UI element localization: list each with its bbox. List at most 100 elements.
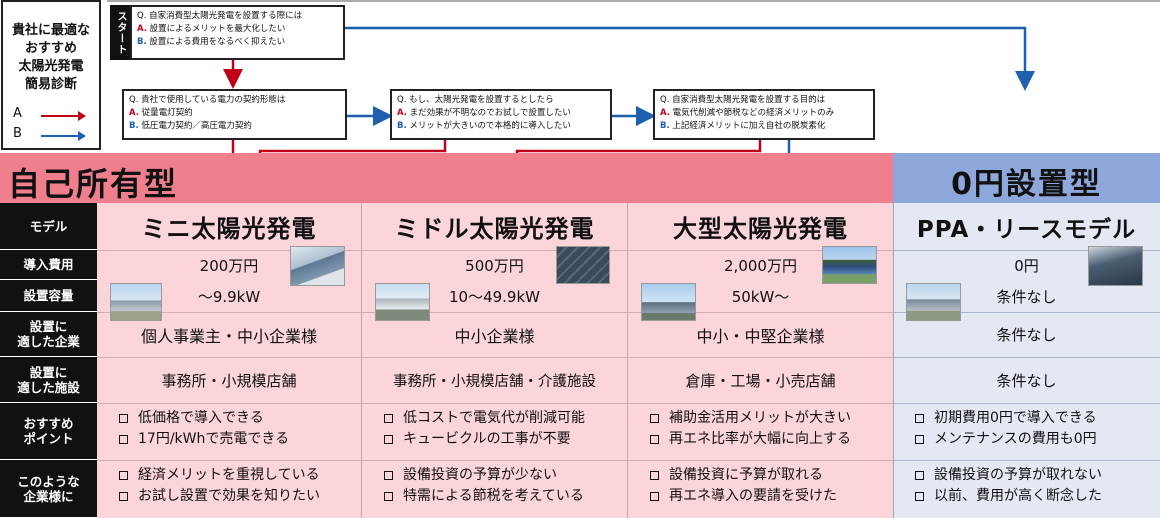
row-divider: [97, 460, 893, 461]
checkbox-square-icon: [915, 492, 924, 501]
company-large: 中小・中堅企業様: [696, 326, 825, 346]
row-divider: [893, 403, 1160, 404]
col-divider: [361, 203, 362, 518]
model-ppa: PPA・リースモデル: [916, 216, 1137, 243]
checkbox-square-icon: [384, 471, 393, 480]
checkbox-square-icon: [915, 471, 924, 480]
start-question: Q. 自家消費型太陽光発電を設置する際には: [137, 11, 303, 21]
targets-middle: 設備投資の予算が少ない 特需による節税を考えている: [372, 465, 624, 507]
model-middle: ミドル太陽光発電: [394, 215, 595, 243]
list-item: 補助金活用メリットが大きい: [650, 408, 890, 429]
legend-b-label: B: [13, 126, 22, 141]
q4-box: Q. 自家消費型太陽光発電を設置する目的は A. 電気代削減や節税などの経済メリ…: [653, 89, 875, 140]
section-zero-yen: 0円設置型: [893, 153, 1160, 203]
q3-option-b: メリットが大きいので本格的に導入したい: [409, 121, 571, 131]
q4-question: Q. 自家消費型太陽光発電を設置する目的は: [660, 95, 826, 105]
q3-question: Q. もし、太陽光発電を設置するとしたら: [397, 95, 554, 105]
points-ppa: 初期費用0円で導入できる メンテナンスの費用も0円: [903, 408, 1155, 450]
cost-middle: 500万円: [465, 256, 524, 275]
list-item: 17円/kWhで売電できる: [119, 429, 357, 450]
checkbox-square-icon: [119, 414, 128, 423]
cost-mini: 200万円: [199, 256, 259, 275]
checkbox-square-icon: [384, 414, 393, 423]
targets-large: 設備投資に予算が取れる 再エネ導入の要請を受けた: [638, 465, 890, 507]
list-item: 再エネ比率が大幅に向上する: [650, 429, 890, 450]
points-mini: 低価格で導入できる 17円/kWhで売電できる: [107, 408, 357, 450]
legend-title: 貴社に最適な おすすめ 太陽光発電 簡易診断: [11, 23, 90, 92]
panel-array-photo: [556, 246, 610, 284]
list-item: キュービクルの工事が不要: [384, 429, 624, 450]
row-label-points: おすすめポイント: [0, 403, 97, 460]
list-item: 低コストで電気代が削減可能: [384, 408, 624, 429]
list-item: 初期費用0円で導入できる: [915, 408, 1155, 429]
legend-a-label: A: [13, 106, 22, 121]
facility-large: 倉庫・工場・小売店舗: [685, 371, 836, 390]
row-label-facility: 設置に適した施設: [0, 357, 97, 403]
model-mini: ミニ太陽光発電: [141, 215, 317, 243]
start-option-a: 設置によるメリットを最大化したい: [149, 24, 286, 34]
capacity-mini: ～9.9kW: [197, 287, 261, 306]
facility-mini: 事務所・小規模店舗: [161, 371, 297, 390]
start-question-box: Q. 自家消費型太陽光発電を設置する際には A. 設置によるメリットを最大化した…: [130, 5, 345, 60]
targets-ppa: 設備投資の予算が取れない 以前、費用が高く断念した: [903, 465, 1155, 507]
q3-option-a: まだ効果が不明なのでお試しで設置したい: [409, 108, 571, 118]
office-building-photo: [110, 283, 162, 321]
start-tag: スタート: [110, 5, 130, 60]
row-divider: [893, 250, 1160, 251]
q4-option-b: 上記経済メリットに加え自社の脱炭素化: [672, 121, 826, 131]
row-divider: [97, 403, 893, 404]
points-large: 補助金活用メリットが大きい 再エネ比率が大幅に向上する: [638, 408, 890, 450]
ppa-panel-photo: [1088, 246, 1143, 286]
company-middle: 中小企業様: [454, 326, 535, 346]
cost-ppa: 0円: [1014, 256, 1039, 275]
col-divider: [893, 203, 894, 518]
q2-option-a: 従量電灯契約: [141, 108, 193, 118]
col-divider: [627, 203, 628, 518]
checkbox-square-icon: [384, 435, 393, 444]
own-columns-bg: [97, 203, 893, 518]
row-label-capacity: 設置容量: [0, 280, 97, 312]
checkbox-square-icon: [119, 471, 128, 480]
facility-ppa: 条件なし: [996, 371, 1057, 390]
row-divider: [97, 250, 893, 251]
list-item: 経済メリットを重視している: [119, 465, 357, 486]
arrow-start-b: [345, 26, 1035, 91]
checkbox-square-icon: [384, 492, 393, 501]
shop-building-photo: [375, 283, 430, 321]
factory-photo: [641, 283, 696, 321]
company-ppa: 条件なし: [996, 326, 1057, 344]
cost-large: 2,000万円: [724, 256, 797, 275]
row-divider: [893, 460, 1160, 461]
q2-box: Q. 貴社で使用している電力の契約形態は A. 従量電灯契約 B. 低圧電力契約…: [122, 89, 347, 140]
section-zero-title: 0円設置型: [951, 167, 1102, 202]
checkbox-square-icon: [650, 414, 659, 423]
q2-option-b: 低圧電力契約／高圧電力契約: [141, 121, 252, 131]
checkbox-square-icon: [119, 492, 128, 501]
start-option-b: 設置による費用をなるべく抑えたい: [149, 37, 286, 47]
row-label-cost: 導入費用: [0, 250, 97, 280]
rooftop-panel-photo: [290, 246, 345, 286]
list-item: メンテナンスの費用も0円: [915, 429, 1155, 450]
checkbox-square-icon: [119, 435, 128, 444]
checkbox-square-icon: [650, 492, 659, 501]
targets-mini: 経済メリットを重視している お試し設置で効果を知りたい: [107, 465, 357, 507]
row-divider: [97, 357, 893, 358]
section-own-type: 自己所有型: [0, 153, 893, 203]
ppa-building-photo: [906, 283, 961, 321]
model-large: 大型太陽光発電: [673, 215, 848, 243]
legend-box: 貴社に最適な おすすめ 太陽光発電 簡易診断 A B: [1, 0, 101, 150]
company-mini: 個人事業主・中小企業様: [140, 326, 317, 346]
list-item: 設備投資の予算が取れない: [915, 465, 1155, 486]
legend-a-arrow-icon: [41, 111, 86, 121]
list-item: お試し設置で効果を知りたい: [119, 486, 357, 507]
capacity-middle: 10～49.9kW: [448, 287, 540, 306]
row-divider: [97, 312, 893, 313]
row-label-target: このような企業様に: [0, 460, 97, 518]
facility-middle: 事務所・小規模店舗・介護施設: [393, 373, 596, 390]
list-item: 設備投資の予算が少ない: [384, 465, 624, 486]
checkbox-square-icon: [915, 435, 924, 444]
checkbox-square-icon: [915, 414, 924, 423]
list-item: 特需による節税を考えている: [384, 486, 624, 507]
row-divider: [893, 357, 1160, 358]
capacity-ppa: 条件なし: [996, 287, 1057, 306]
